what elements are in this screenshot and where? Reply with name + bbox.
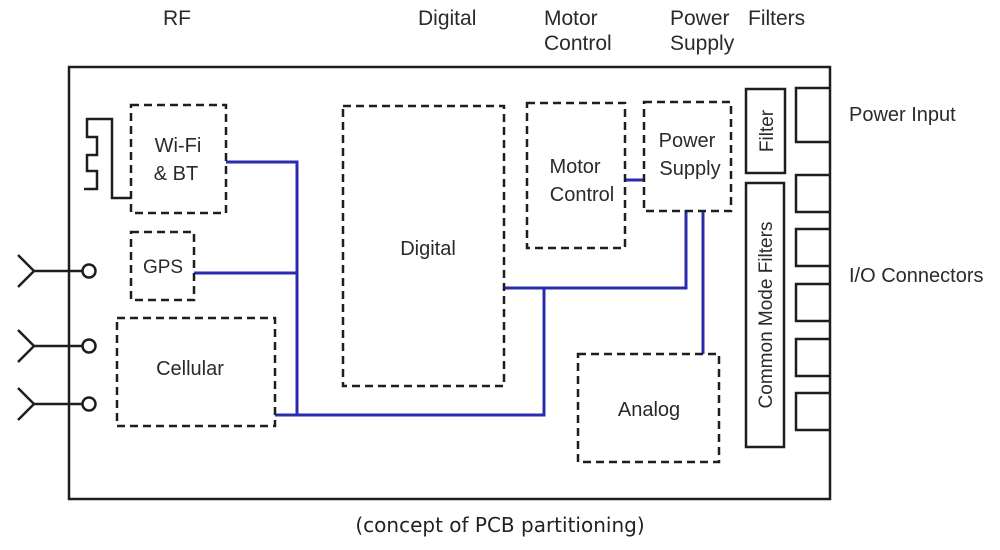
pcb-antenna-icon: [84, 117, 131, 200]
block-digital: [341, 104, 506, 388]
header-power-supply: Power Supply: [670, 6, 734, 56]
label-supply: Supply: [659, 158, 720, 180]
label-common-mode-filters: Common Mode Filters: [756, 222, 777, 409]
block-filter: [744, 87, 787, 175]
block-analog: [576, 352, 721, 464]
block-common-mode-filters: [744, 181, 786, 449]
header-motor-control-line2: Control: [544, 32, 612, 55]
label-io-connectors: I/O Connectors: [849, 265, 984, 287]
connectors: [794, 86, 830, 432]
label-cellular: Cellular: [156, 358, 224, 380]
header-power-supply-line2: Supply: [670, 32, 735, 55]
label-filter: Filter: [757, 109, 778, 152]
block-motor-control: [525, 101, 627, 250]
connector-io-4[interactable]: [794, 337, 830, 378]
header-motor-control: Motor Control: [544, 6, 612, 56]
header-motor-control-line1: Motor: [544, 7, 598, 30]
connector-power-input[interactable]: [794, 86, 830, 144]
label-control: Control: [550, 184, 614, 206]
header-rf: RF: [163, 7, 191, 30]
signal-traces: [194, 160, 705, 417]
label-power-input: Power Input: [849, 104, 956, 126]
header-digital: Digital: [418, 7, 477, 30]
label-motor: Motor: [549, 156, 600, 178]
label-digital: Digital: [400, 238, 456, 260]
header-power-supply-line1: Power: [670, 7, 730, 30]
pcb-board-outline: [67, 65, 832, 501]
label-bt: & BT: [154, 163, 198, 185]
figure-caption: (concept of PCB partitioning): [355, 513, 645, 537]
block-power-supply: [642, 100, 733, 213]
connector-io-5[interactable]: [794, 391, 830, 432]
label-power: Power: [659, 130, 716, 152]
connector-io-3[interactable]: [794, 282, 830, 323]
label-wifi: Wi-Fi: [155, 135, 202, 157]
antenna-icon-gps: [17, 254, 97, 288]
trace-wifi: [226, 160, 299, 415]
block-cellular: [115, 316, 277, 428]
label-gps: GPS: [143, 257, 183, 278]
trace-cellular-digital: [275, 288, 546, 417]
connector-io-2[interactable]: [794, 227, 830, 268]
connector-io-1[interactable]: [794, 173, 830, 214]
block-wifi-bt: [129, 103, 228, 215]
antenna-icon-cellular-2: [17, 387, 97, 421]
antenna-icon-cellular-1: [17, 329, 97, 363]
external-antennas: [17, 254, 97, 421]
header-filters: Filters: [748, 7, 806, 30]
block-gps: [129, 230, 196, 302]
label-analog: Analog: [618, 399, 680, 421]
trace-digital-power: [504, 210, 688, 290]
